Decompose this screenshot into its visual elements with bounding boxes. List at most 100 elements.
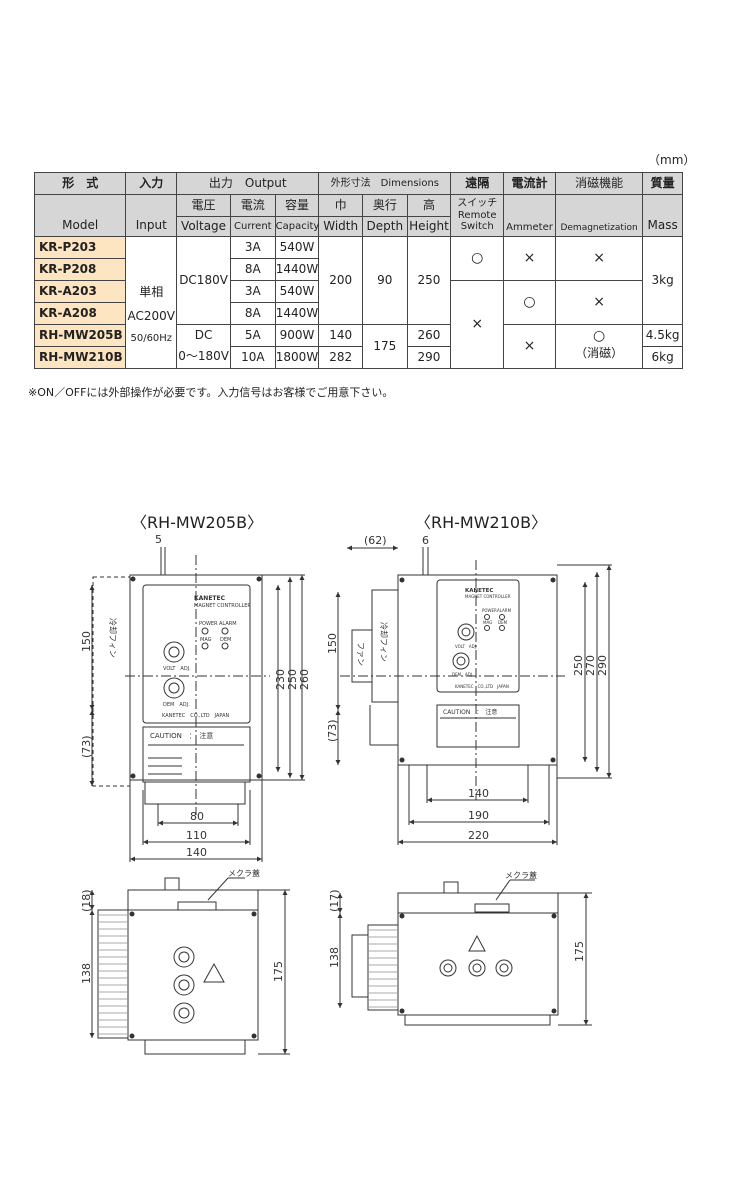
header-mass-jp: 質量 <box>642 172 683 195</box>
dem-lamp <box>499 625 505 631</box>
mag-label: MAG <box>200 637 212 643</box>
dim-label: 270 <box>584 655 597 676</box>
dim-label: 80 <box>190 810 204 823</box>
drawing-title-right: 〈RH-MW210B〉 <box>415 513 548 532</box>
alarm-label: ALARM <box>497 608 512 613</box>
connector <box>439 959 457 977</box>
dim-label: 140 <box>468 787 489 800</box>
side-view-205 <box>89 877 290 1055</box>
dem-label: DEM <box>220 637 231 643</box>
dim-label: (62) <box>364 534 387 547</box>
footnote: ※ON／OFFには外部操作が必要です。入力信号はお客様でご用意下さい。 <box>28 386 394 399</box>
warning-icon <box>203 962 225 983</box>
input-phase: 単相 <box>139 285 164 300</box>
input-voltage: AC200V <box>127 309 176 324</box>
fan-box <box>351 629 373 683</box>
brand-label: KANETEC <box>194 595 226 602</box>
model-cell: KR-A203 <box>33 280 127 303</box>
fin-label: 冷却フィン <box>108 618 118 658</box>
blank-lid-label: メクラ蓋 <box>228 868 260 878</box>
control-panel <box>436 579 520 693</box>
connector <box>173 946 195 968</box>
connector <box>173 974 195 996</box>
blank-lid <box>474 903 510 913</box>
depth-rh: 175 <box>361 324 408 369</box>
alarm-label: ALARM <box>219 621 237 627</box>
ammeter-p: × <box>503 236 556 281</box>
dim-label: 140 <box>186 846 207 859</box>
front-view-210 <box>335 545 612 845</box>
fan-unit <box>367 924 399 1011</box>
dim-label: 230 <box>274 669 287 690</box>
remote-rest: × <box>450 280 505 369</box>
dim-label: 138 <box>328 947 341 968</box>
caution-label: CAUTION ： 注意 <box>150 731 213 740</box>
dim-label: 5 <box>155 533 162 546</box>
spec-table: 形 式 入力 出力 Output 外形寸法 Dimensions 遠隔 電流計 … <box>33 172 683 369</box>
mass-kr: 3kg <box>642 236 683 325</box>
fin-label: 冷却フィン <box>379 622 389 662</box>
capacity-cell: 1440W <box>274 302 320 325</box>
header-remote-en2: Switch <box>460 221 494 233</box>
dim-label: (18) <box>80 889 93 912</box>
header-mass-en: Mass <box>642 194 683 237</box>
header-current-jp: 電流 <box>229 194 276 217</box>
table-row: KR-A208 8A 1440W <box>33 302 683 325</box>
mag-lamp <box>201 642 209 650</box>
header-input-jp: 入力 <box>125 172 178 195</box>
dem-adj-label: DEM ADJ. <box>452 672 473 677</box>
model-cell: KR-P208 <box>33 258 127 281</box>
header-depth-jp: 奥行 <box>361 194 408 217</box>
front-view-205 <box>89 547 305 862</box>
dim-label: 260 <box>298 669 311 690</box>
ammeter-rh: × <box>503 324 556 369</box>
input-cell: 単相 AC200V 50/60Hz <box>125 236 178 369</box>
dim-label: 250 <box>572 655 585 676</box>
header-height-en: Height <box>406 216 452 237</box>
side-view-210 <box>337 879 592 1026</box>
panel-sub-label: MAGNET CONTROLLER <box>194 603 251 609</box>
dim-label: 175 <box>573 941 586 962</box>
dim-label: 175 <box>272 961 285 982</box>
warning-icon <box>468 934 486 952</box>
dim-label: 138 <box>80 963 93 984</box>
capacity-cell: 540W <box>274 236 320 259</box>
volt-adj-label: VOLT ADJ. <box>455 644 477 649</box>
demag-a: × <box>554 280 644 325</box>
voltage-rh-1: DC <box>176 324 231 347</box>
dim-label: 190 <box>468 809 489 822</box>
demag-rh-1: ○ <box>554 324 644 347</box>
volt-adj-knob <box>163 641 185 663</box>
header-remote-jp1: 遠隔 <box>450 172 505 195</box>
dim-label: 220 <box>468 829 489 842</box>
model-cell: RH-MW210B <box>33 346 127 369</box>
dim-label: 150 <box>80 631 93 652</box>
header-remote-en1: Remote <box>457 209 497 221</box>
header-remote: スイッチ Remote Switch <box>450 194 505 237</box>
table-row: RH-MW205B DC 5A 900W 140 175 260 × ○ 4.5… <box>33 324 683 369</box>
alarm-lamp <box>499 614 505 620</box>
dim-label: (73) <box>326 719 339 742</box>
height-205: 260 <box>406 324 452 347</box>
header-dimensions: 外形寸法 Dimensions <box>318 172 452 195</box>
dim-label: 290 <box>596 655 609 676</box>
header-ammeter-jp: 電流計 <box>503 172 556 195</box>
dim-label: (73) <box>80 735 93 758</box>
demag-rh-2: （消磁） <box>554 346 644 369</box>
width-210: 282 <box>318 346 363 369</box>
dim-label: 250 <box>286 669 299 690</box>
dem-adj-knob <box>452 652 470 670</box>
current-cell: 10A <box>229 346 276 369</box>
power-label: POWER <box>199 621 218 627</box>
dim-label: 6 <box>422 534 429 547</box>
connector <box>468 959 486 977</box>
connector <box>173 1002 195 1024</box>
unit-note: （mm） <box>648 153 696 167</box>
depth-kr: 90 <box>361 236 408 325</box>
cooling-fins <box>97 909 129 1039</box>
header-remote-jp2: スイッチ <box>457 198 498 210</box>
mag-lamp <box>484 625 490 631</box>
dim-label: 110 <box>186 829 207 842</box>
blank-lid-label: メクラ蓋 <box>505 870 537 880</box>
